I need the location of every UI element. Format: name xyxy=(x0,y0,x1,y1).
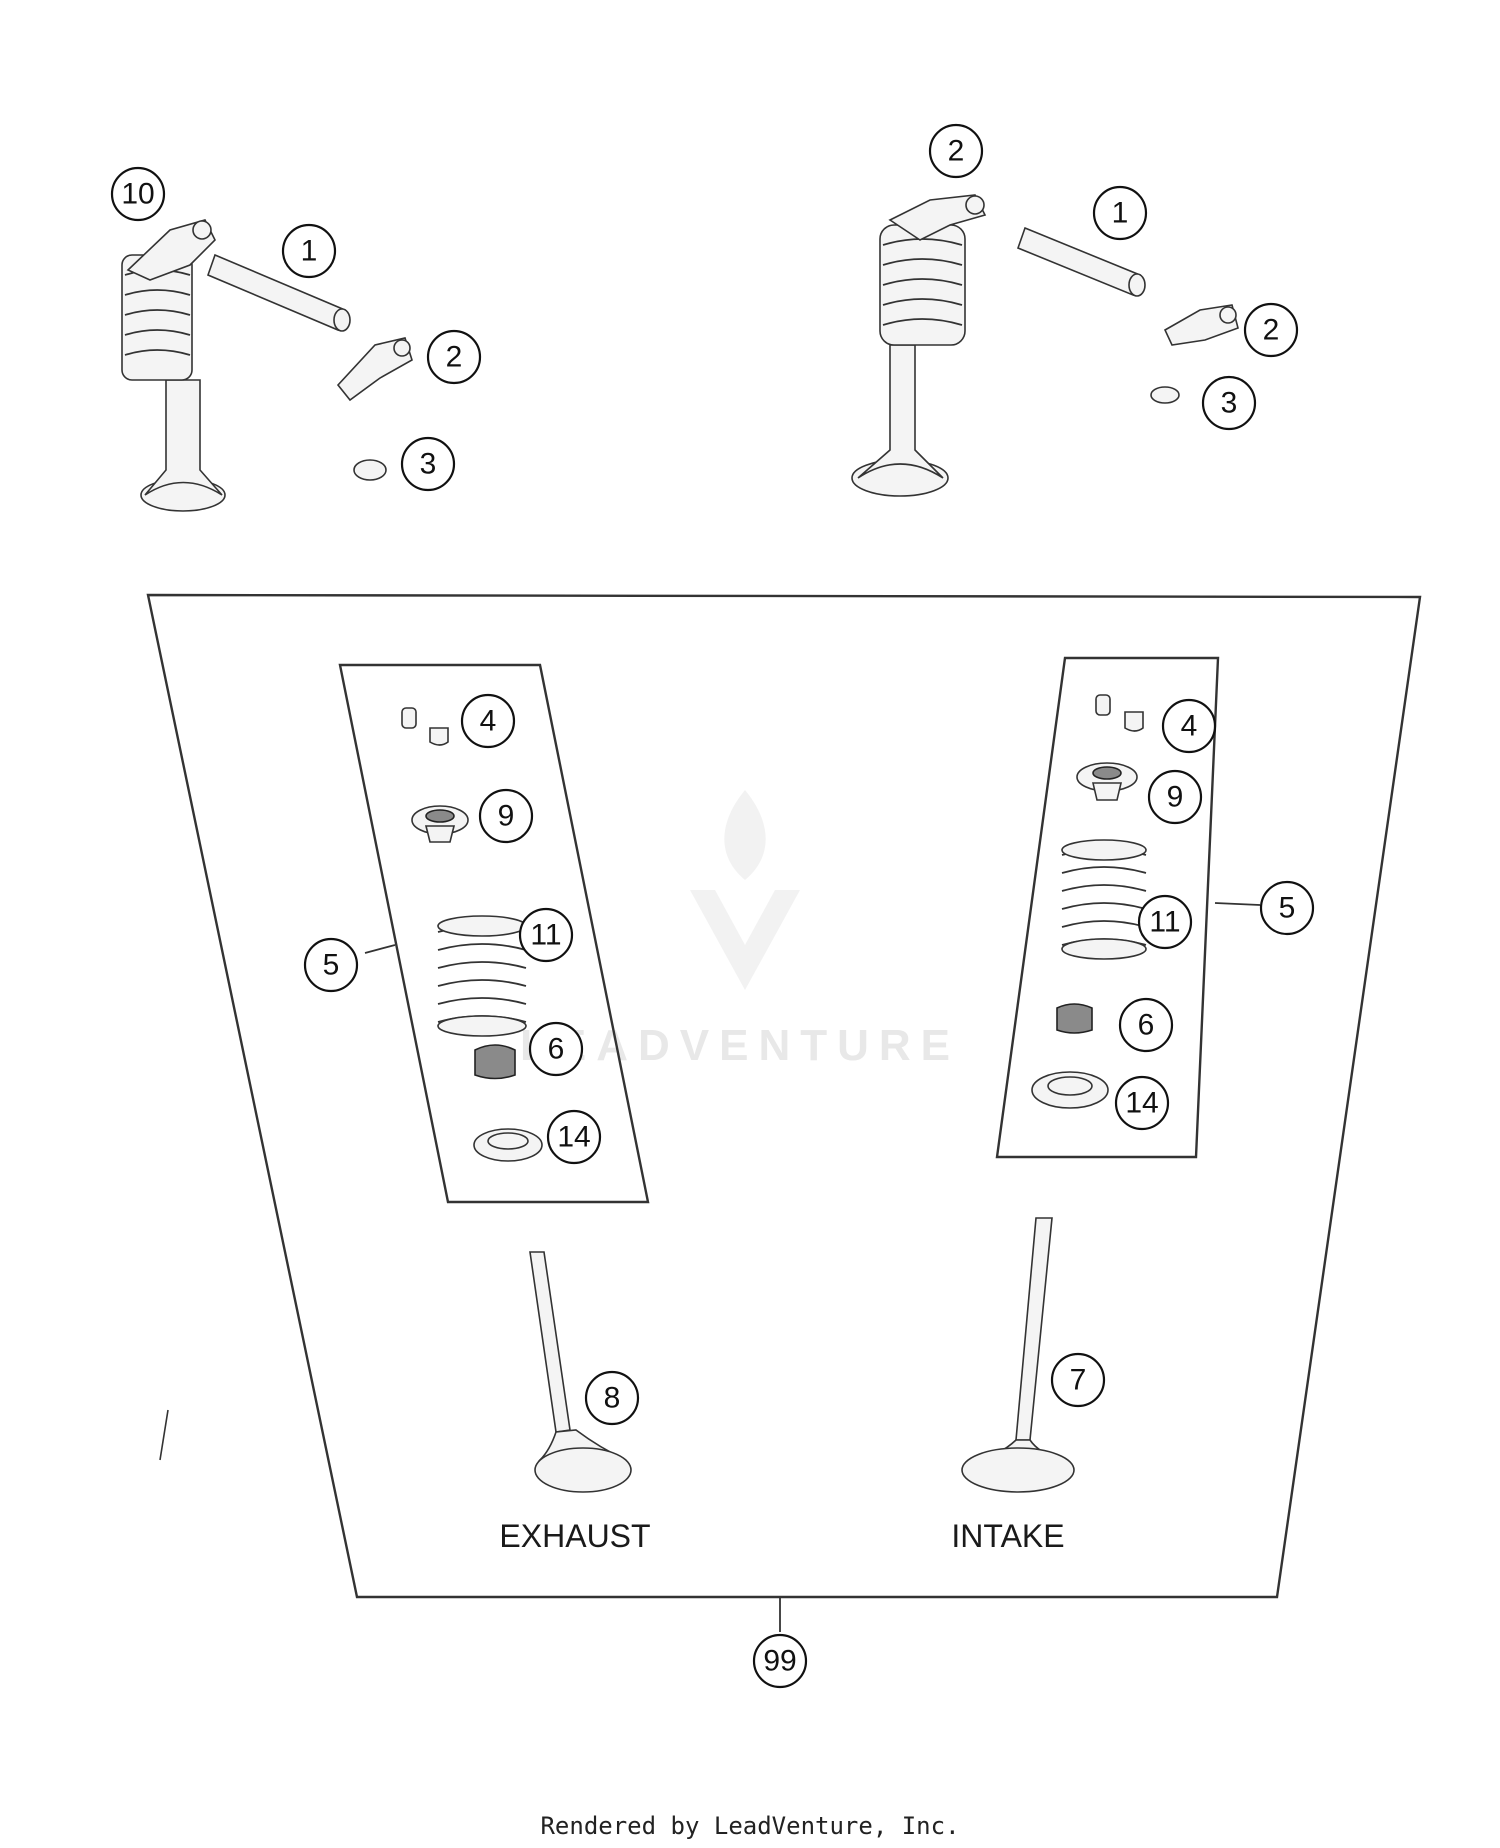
svg-text:5: 5 xyxy=(1279,892,1296,925)
in-seat-part xyxy=(1031,1071,1109,1109)
footer-credit: Rendered by LeadVenture, Inc. xyxy=(540,1812,960,1840)
callout-left-shim: 3 xyxy=(400,436,456,492)
callout-ex-retainer: 9 xyxy=(478,788,534,844)
svg-text:2: 2 xyxy=(1263,314,1280,347)
intake-label: INTAKE xyxy=(951,1518,1064,1554)
ex-retainer-part xyxy=(411,805,469,843)
ex-keeper-part xyxy=(401,707,449,746)
svg-text:3: 3 xyxy=(420,448,437,481)
in-retainer-part xyxy=(1076,762,1138,801)
callout-left-shaft: 1 xyxy=(281,223,337,279)
callout-right-shim: 3 xyxy=(1201,375,1257,431)
ex-seat-part xyxy=(473,1128,543,1162)
callout-in-kit: 5 xyxy=(1259,880,1315,936)
svg-text:11: 11 xyxy=(530,919,561,952)
callout-in-keeper: 4 xyxy=(1161,698,1217,754)
intake-valve-part xyxy=(961,1217,1075,1493)
exhaust-label: EXHAUST xyxy=(499,1518,650,1554)
left-rocker-shaft xyxy=(206,253,351,332)
left-shim xyxy=(353,459,387,481)
callout-ex-seal: 6 xyxy=(528,1021,584,1077)
in-keeper-part xyxy=(1095,694,1144,732)
in-seal-part xyxy=(1056,1003,1093,1034)
callout-intake-valve: 7 xyxy=(1050,1352,1106,1408)
callout-in-retainer: 9 xyxy=(1147,769,1203,825)
in-spring-part xyxy=(1061,839,1147,960)
svg-text:6: 6 xyxy=(1138,1009,1155,1042)
svg-text:11: 11 xyxy=(1149,906,1180,939)
svg-text:14: 14 xyxy=(1125,1087,1158,1120)
callout-right-rocker-assembly: 2 xyxy=(928,123,984,179)
kit-outline xyxy=(146,593,1422,1599)
intake-kit-box xyxy=(995,656,1220,1159)
ex-seal-part xyxy=(474,1044,516,1080)
right-rocker-shaft xyxy=(1016,226,1146,297)
svg-text:6: 6 xyxy=(548,1033,565,1066)
svg-text:2: 2 xyxy=(948,135,965,168)
callout-ex-spring: 11 xyxy=(518,907,574,963)
callout-right-shaft: 1 xyxy=(1092,185,1148,241)
callout-in-seat: 14 xyxy=(1114,1075,1170,1131)
callout-ex-seat: 14 xyxy=(546,1109,602,1165)
svg-text:10: 10 xyxy=(121,178,154,211)
callout-ex-kit: 5 xyxy=(303,937,359,993)
svg-text:9: 9 xyxy=(498,800,515,833)
callout-left-rocker-assembly: 10 xyxy=(110,166,166,222)
ex-spring-part xyxy=(437,915,527,1037)
svg-text:4: 4 xyxy=(480,705,497,738)
left-rocker-arm xyxy=(336,337,413,402)
svg-text:8: 8 xyxy=(604,1382,621,1415)
svg-text:2: 2 xyxy=(446,341,463,374)
callout-in-spring: 11 xyxy=(1137,894,1193,950)
callout-right-rocker-arm: 2 xyxy=(1243,302,1299,358)
callout-left-rocker-arm: 2 xyxy=(426,329,482,385)
svg-text:7: 7 xyxy=(1070,1364,1087,1397)
left-valve-assembly xyxy=(121,219,226,1461)
svg-text:3: 3 xyxy=(1221,387,1238,420)
watermark-text: LEADVENTURE xyxy=(520,1021,960,1070)
svg-text:4: 4 xyxy=(1181,710,1198,743)
right-rocker-arm xyxy=(1163,304,1239,346)
right-shim xyxy=(1150,386,1180,404)
callout-in-seal: 6 xyxy=(1118,997,1174,1053)
exhaust-kit-box xyxy=(338,663,650,1204)
right-valve-assembly xyxy=(851,194,987,497)
svg-text:5: 5 xyxy=(323,949,340,982)
exhaust-valve-part xyxy=(529,1251,632,1493)
callout-complete-kit: 99 xyxy=(752,1633,808,1689)
svg-text:99: 99 xyxy=(763,1645,796,1678)
svg-text:14: 14 xyxy=(557,1121,590,1154)
callout-ex-keeper: 4 xyxy=(460,693,516,749)
svg-text:1: 1 xyxy=(1112,197,1129,230)
svg-text:9: 9 xyxy=(1167,781,1184,814)
watermark-logo xyxy=(690,790,800,990)
callout-exhaust-valve: 8 xyxy=(584,1370,640,1426)
svg-text:1: 1 xyxy=(301,235,318,268)
